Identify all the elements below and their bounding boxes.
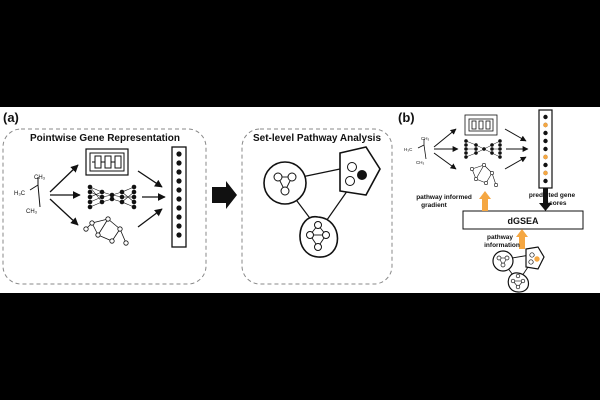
neural-net-icon (87, 184, 137, 210)
mol-b-ch3-bottom: CH₃ (416, 160, 424, 165)
pointwise-title: Pointwise Gene Representation (30, 133, 180, 144)
pathway-gradient-label-1: pathway informed (416, 194, 472, 201)
molecule-arrows-a (49, 164, 81, 226)
predicted-scores-arrow (539, 188, 552, 211)
highlighted-genes (543, 122, 548, 176)
mol-a-ch3-bottom: CH₃ (26, 209, 38, 215)
pathway-network-b (492, 246, 545, 293)
pathway-information-arrow (516, 229, 528, 249)
pathway-blob (299, 216, 339, 258)
pathway-network (263, 146, 381, 258)
model-arrows-a (137, 170, 166, 228)
predicted-scores-label-1: predicted gene (529, 192, 576, 199)
figure-svg: (a) Pointwise Gene Representation CH₃ H₃… (2, 109, 584, 293)
block-arrow-icon (212, 181, 237, 209)
mol-a-ch3-top: CH₃ (34, 175, 46, 181)
dgsea-label: dGSEA (507, 216, 539, 226)
mol-b-h3c: H₃C (404, 147, 413, 152)
molecule-b (417, 139, 427, 160)
dgsea-box (462, 210, 584, 230)
circuit-model-icon (85, 148, 129, 176)
predicted-scores-label-2: scores (546, 200, 567, 207)
pathway-gradient-label-2: gradient (421, 202, 447, 209)
set-level-title: Set-level Pathway Analysis (253, 133, 381, 144)
graph-icon (83, 216, 129, 246)
model-arrows-b (504, 128, 529, 170)
panel-b-label: (b) (398, 110, 415, 125)
neural-net-icon-b (464, 139, 502, 159)
pathway-information-label-1: pathway (487, 234, 513, 241)
gene-score-vector-a (171, 146, 187, 248)
circuit-model-icon-b (464, 114, 498, 136)
panel-a-label: (a) (3, 110, 19, 125)
pointwise-box (2, 128, 207, 285)
pathway-information-label-2: information (484, 242, 520, 249)
molecule-arrows-b (433, 128, 459, 170)
pathway-circle-1 (263, 161, 307, 205)
set-level-box (241, 128, 393, 285)
mol-a-h3c: H₃C (14, 191, 26, 197)
mol-b-ch3-top: CH₃ (421, 136, 429, 141)
gradient-arrow (479, 191, 491, 211)
gene-score-vector-b (538, 109, 553, 189)
figure-panel: (a) Pointwise Gene Representation CH₃ H₃… (0, 107, 600, 293)
molecule-a (29, 177, 41, 208)
graph-icon-b (469, 162, 498, 188)
